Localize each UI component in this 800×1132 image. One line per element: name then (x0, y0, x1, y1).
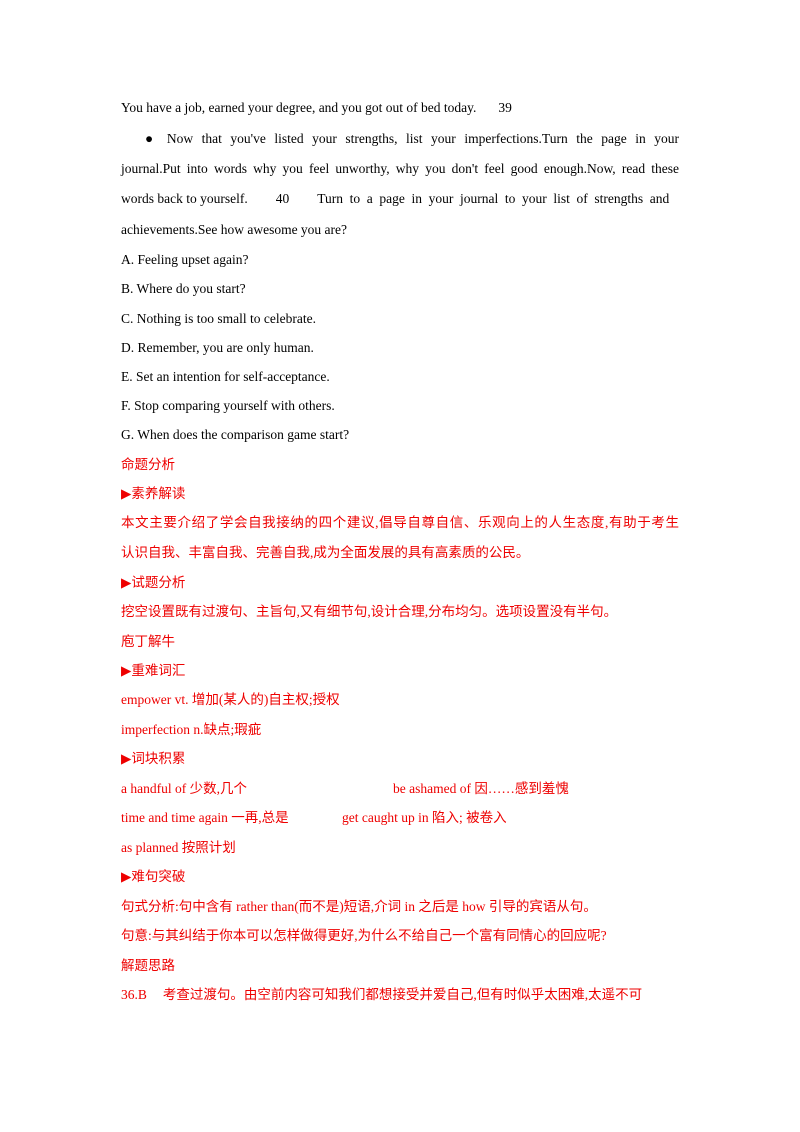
question-analysis-line: 挖空设置既有过渡句、主旨句,又有细节句,设计合理,分布均匀。选项设置没有半句。 (121, 604, 618, 619)
answer-text: 考查过渡句。由空前内容可知我们都想接受并爱自己,但有时似乎太困难,太遥不可 (162, 987, 643, 1002)
paragraph-text: words back to yourself. (121, 191, 248, 206)
sub-heading-chunks: ▶词块积累 (121, 751, 186, 766)
option-e: E. Set an intention for self-acceptance. (121, 369, 330, 384)
paragraph-line-2: journal.Put into words why you feel unwo… (121, 161, 679, 176)
paragraph-text: Now that you've listed your strengths, l… (166, 131, 680, 146)
hard-sentence-meaning: 句意:与其纠结于你本可以怎样做得更好,为什么不给自己一个富有同情心的回应呢? (121, 928, 607, 943)
bullet-icon: ● (145, 131, 159, 146)
passage-line-1: You have a job, earned your degree, and … (121, 100, 512, 116)
paragraph-line-1: ● Now that you've listed your strengths,… (145, 131, 679, 147)
option-a: A. Feeling upset again? (121, 252, 249, 267)
option-b: B. Where do you start? (121, 281, 246, 296)
chunk-item-2b: get caught up in 陷入; 被卷入 (342, 810, 507, 825)
heading-proposition-analysis: 命题分析 (121, 457, 175, 472)
paragraph-line-4: achievements.See how awesome you are? (121, 222, 348, 237)
blank-40: 40 (275, 191, 290, 206)
answer-36: 36.B 考查过渡句。由空前内容可知我们都想接受并爱自己,但有时似乎太困难,太遥不… (121, 987, 642, 1003)
sub-heading-vocabulary: ▶重难词汇 (121, 663, 186, 678)
paragraph-line-3: words back to yourself. 40 Turn to a page … (121, 191, 679, 207)
heading-solution: 解题思路 (121, 958, 175, 973)
chunk-item-1b: be ashamed of 因……感到羞愧 (393, 781, 569, 796)
option-d: D. Remember, you are only human. (121, 340, 314, 355)
sub-heading-hard-sentence: ▶难句突破 (121, 869, 186, 884)
hard-sentence-structure: 句式分析:句中含有 rather than(而不是)短语,介词 in 之后是 h… (121, 899, 597, 914)
option-f: F. Stop comparing yourself with others. (121, 398, 335, 413)
paragraph-text: Turn to a page in your journal to your l… (317, 191, 670, 206)
chunk-item-2a: time and time again 一再,总是 (121, 810, 289, 825)
chunk-item-3: as planned 按照计划 (121, 840, 236, 855)
option-g: G. When does the comparison game start? (121, 427, 350, 442)
vocab-item-2: imperfection n.缺点;瑕疵 (121, 722, 262, 737)
option-c: C. Nothing is too small to celebrate. (121, 311, 316, 326)
heading-breakdown: 庖丁解牛 (121, 634, 175, 649)
literacy-line-2: 认识自我、丰富自我、完善自我,成为全面发展的具有高素质的公民。 (121, 545, 530, 560)
passage-text: You have a job, earned your degree, and … (121, 100, 477, 115)
sub-heading-literacy: ▶素养解读 (121, 486, 186, 501)
chunk-item-1a: a handful of 少数,几个 (121, 781, 247, 796)
sub-heading-question-analysis: ▶试题分析 (121, 575, 186, 590)
blank-39: 39 (498, 100, 512, 115)
answer-number: 36.B (121, 987, 147, 1002)
vocab-item-1: empower vt. 增加(某人的)自主权;授权 (121, 692, 340, 707)
literacy-line-1: 本文主要介绍了学会自我接纳的四个建议,倡导自尊自信、乐观向上的人生态度,有助于考… (121, 515, 679, 530)
